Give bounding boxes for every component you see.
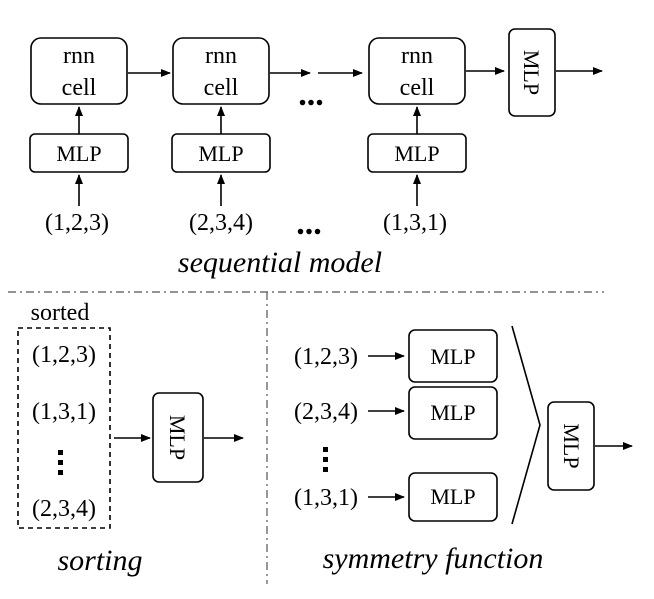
rnn-unit-3: rnn cell MLP (1,3,1) — [367, 37, 467, 236]
rnn-cell-label-3b: cell — [400, 75, 435, 101]
sorted-list-box — [17, 327, 111, 529]
mlp-label-top-3: MLP — [394, 141, 439, 166]
mlp-label-sym-1: MLP — [430, 344, 475, 369]
mlp-label-sym-2: MLP — [430, 400, 475, 425]
rnn-cell-label-2b: cell — [204, 75, 239, 101]
mlp-box-sym-final — [547, 401, 595, 491]
caption-symmetry-function: symmetry function — [323, 542, 544, 575]
caption-sequential-model: sequential model — [178, 246, 382, 279]
input-label-top-1: (1,2,3) — [45, 210, 109, 236]
rnn-cell-label-3a: rnn — [401, 43, 433, 69]
rnn-cell-box-2 — [172, 37, 270, 105]
sequential-model-panel: rnn cell MLP (1,2,3) rnn cell MLP (2,3,4… — [29, 28, 603, 279]
rnn-cell-label-1a: rnn — [63, 43, 95, 69]
mlp-label-sym-final: MLP — [559, 423, 584, 468]
rnn-cell-box-1 — [30, 37, 128, 105]
rnn-cell-label-2a: rnn — [205, 43, 237, 69]
ellipsis-top-inputs: ... — [296, 205, 322, 242]
mlp-box-sym-2 — [408, 386, 498, 440]
mlp-box-top-2 — [171, 133, 271, 173]
rnn-unit-2: rnn cell MLP (2,3,4) — [171, 37, 271, 236]
mlp-box-sorting — [152, 392, 204, 483]
symmetry-panel: (1,2,3) MLP (2,3,4) MLP (1,3,1) MLP MLP … — [294, 325, 633, 575]
mlp-label-top-1: MLP — [56, 141, 101, 166]
mlp-label-top-2: MLP — [198, 141, 243, 166]
mlp-label-sorting: MLP — [165, 415, 190, 460]
vertical-ellipsis-sorting — [58, 450, 63, 475]
sorted-item-2: (1,3,1) — [32, 399, 96, 425]
ellipsis-top-cells: ... — [298, 76, 324, 113]
sym-input-1: (1,2,3) — [294, 344, 358, 370]
final-mlp-label-top: MLP — [519, 50, 544, 95]
rnn-cell-label-1b: cell — [62, 75, 97, 101]
symmetry-aggregation-funnel — [511, 325, 541, 525]
sorted-label: sorted — [31, 300, 90, 326]
input-label-top-2: (2,3,4) — [189, 210, 253, 236]
mlp-box-sym-1 — [408, 329, 498, 383]
sym-input-2: (2,3,4) — [294, 399, 358, 425]
sorted-item-3: (2,3,4) — [32, 496, 96, 522]
mlp-label-sym-3: MLP — [430, 484, 475, 509]
sorting-panel: sorted (1,2,3) (1,3,1) (2,3,4) MLP sorti… — [17, 300, 244, 577]
mlp-box-sym-3 — [408, 472, 498, 522]
sorted-item-1: (1,2,3) — [32, 342, 96, 368]
rnn-cell-box-3 — [368, 37, 466, 105]
mlp-box-top-1 — [29, 133, 129, 173]
caption-sorting: sorting — [57, 544, 142, 577]
vertical-ellipsis-symmetry — [323, 447, 328, 472]
rnn-unit-1: rnn cell MLP (1,2,3) — [29, 37, 129, 236]
final-mlp-box-top — [508, 28, 556, 117]
input-label-top-3: (1,3,1) — [383, 210, 447, 236]
sym-input-3: (1,3,1) — [294, 485, 358, 511]
mlp-box-top-3 — [367, 133, 467, 173]
